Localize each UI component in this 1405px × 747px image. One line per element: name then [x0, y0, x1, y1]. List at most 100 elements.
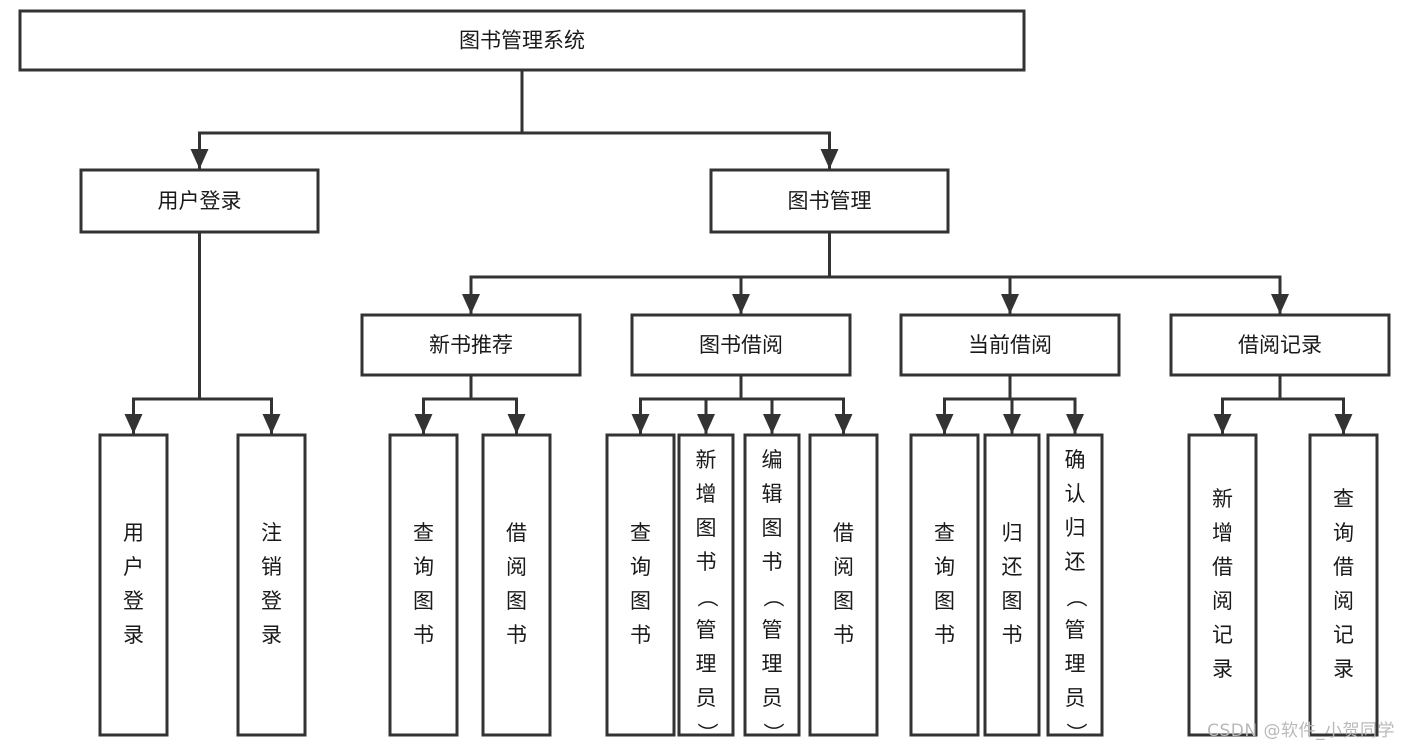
node-label-char: 录 — [1333, 657, 1354, 681]
node-label-char: 归 — [1065, 516, 1086, 540]
node-label-char: 增 — [696, 482, 717, 506]
node-box — [743, 433, 801, 737]
node-label-char: 员 — [762, 686, 783, 710]
node-label-char: 录 — [1212, 657, 1233, 681]
arrow-head-icon — [763, 414, 781, 434]
node-l3-借阅记录-3[interactable]: 借阅记录 — [1169, 313, 1391, 377]
node-label-char: 还 — [1002, 555, 1023, 579]
node-label-char: 管 — [696, 618, 717, 642]
node-label-char: 记 — [1212, 623, 1233, 647]
node-label: 图书借阅 — [699, 333, 783, 357]
node-label-char: 询 — [413, 555, 434, 579]
node-box — [388, 433, 459, 737]
arrow-head-icon — [1334, 414, 1353, 434]
node-l3-图书借阅-1[interactable]: 图书借阅 — [630, 313, 852, 377]
node-label-char: 询 — [630, 555, 651, 579]
node-label-char: 书 — [1002, 623, 1023, 647]
node-box — [18, 9, 1026, 72]
node-label-char: 用 — [123, 521, 144, 545]
node-box — [481, 433, 552, 737]
node-label-char: 销 — [261, 555, 282, 579]
node-box — [808, 433, 879, 737]
node-label-char: 查 — [934, 521, 955, 545]
arrow-head-icon — [1003, 414, 1021, 434]
arrow-head-icon — [935, 414, 954, 434]
node-l2-用户登录-0[interactable]: 用户登录 — [79, 168, 320, 234]
node-label-char: 图 — [762, 516, 783, 540]
node-label-char: 图 — [934, 589, 955, 613]
node-label-char: 辑 — [762, 482, 783, 506]
node-box — [98, 433, 169, 737]
node-label-char: 还 — [1065, 550, 1086, 574]
node-label-char: 借 — [1333, 555, 1354, 579]
node-box — [983, 433, 1041, 737]
node-label-char: （ — [1064, 587, 1088, 608]
node-box — [1169, 313, 1391, 377]
arrow-head-icon — [697, 414, 715, 434]
arrow-head-icon — [414, 414, 433, 434]
node-root-图书管理系统[interactable]: 图书管理系统 — [18, 9, 1026, 72]
node-label-char: 阅 — [1212, 589, 1233, 613]
node-label-char: 记 — [1333, 623, 1354, 647]
node-label: 新书推荐 — [429, 333, 513, 357]
node-label-char: 书 — [630, 623, 651, 647]
node-l3-当前借阅-2[interactable]: 当前借阅 — [899, 313, 1121, 377]
node-box — [677, 433, 735, 737]
watermark-label: CSDN @软件_小贺同学 — [1207, 721, 1395, 741]
arrow-head-icon — [631, 414, 650, 434]
node-box — [909, 433, 980, 737]
node-label-char: 确 — [1065, 448, 1086, 472]
node-label-char: 理 — [762, 652, 783, 676]
node-leaf-用户登录-0[interactable]: 用户登录 — [98, 433, 169, 737]
node-label-char: 阅 — [506, 555, 527, 579]
arrow-head-icon — [1271, 294, 1289, 314]
node-label-char: ） — [695, 723, 719, 744]
node-box — [1046, 433, 1104, 737]
node-box — [605, 433, 676, 737]
node-label-char: 增 — [1212, 521, 1233, 545]
arrow-head-icon — [1001, 294, 1019, 314]
arrow-head-icon — [1213, 414, 1232, 434]
node-label-char: 录 — [261, 623, 282, 647]
node-label-char: 书 — [934, 623, 955, 647]
arrow-head-icon — [507, 414, 526, 434]
arrow-head-icon — [732, 294, 750, 314]
node-label-char: 管 — [762, 618, 783, 642]
node-l2-图书管理-1[interactable]: 图书管理 — [709, 168, 950, 234]
node-label-char: 阅 — [1333, 589, 1354, 613]
node-box — [1187, 433, 1258, 737]
node-label-char: （ — [695, 587, 719, 608]
node-label-char: 阅 — [833, 555, 854, 579]
node-label-char: 书 — [762, 550, 783, 574]
node-label-char: 借 — [833, 521, 854, 545]
node-label-char: 图 — [630, 589, 651, 613]
arrow-head-icon — [834, 414, 853, 434]
node-label-char: 认 — [1065, 482, 1086, 506]
node-label-char: 员 — [696, 686, 717, 710]
node-label-char: 图 — [413, 589, 434, 613]
node-l3-新书推荐-0[interactable]: 新书推荐 — [360, 313, 582, 377]
node-label-char: 归 — [1002, 521, 1023, 545]
diagram-nodes: 图书管理系统用户登录图书管理新书推荐图书借阅当前借阅借阅记录用户登录注销登录查询… — [18, 9, 1391, 744]
node-label-char: 书 — [413, 623, 434, 647]
node-label-char: 图 — [696, 516, 717, 540]
node-label: 图书管理 — [788, 189, 872, 213]
arrow-head-icon — [124, 414, 143, 434]
node-label-char: 借 — [506, 521, 527, 545]
node-label: 图书管理系统 — [459, 29, 585, 53]
node-label-char: 询 — [934, 555, 955, 579]
node-label-char: 书 — [833, 623, 854, 647]
